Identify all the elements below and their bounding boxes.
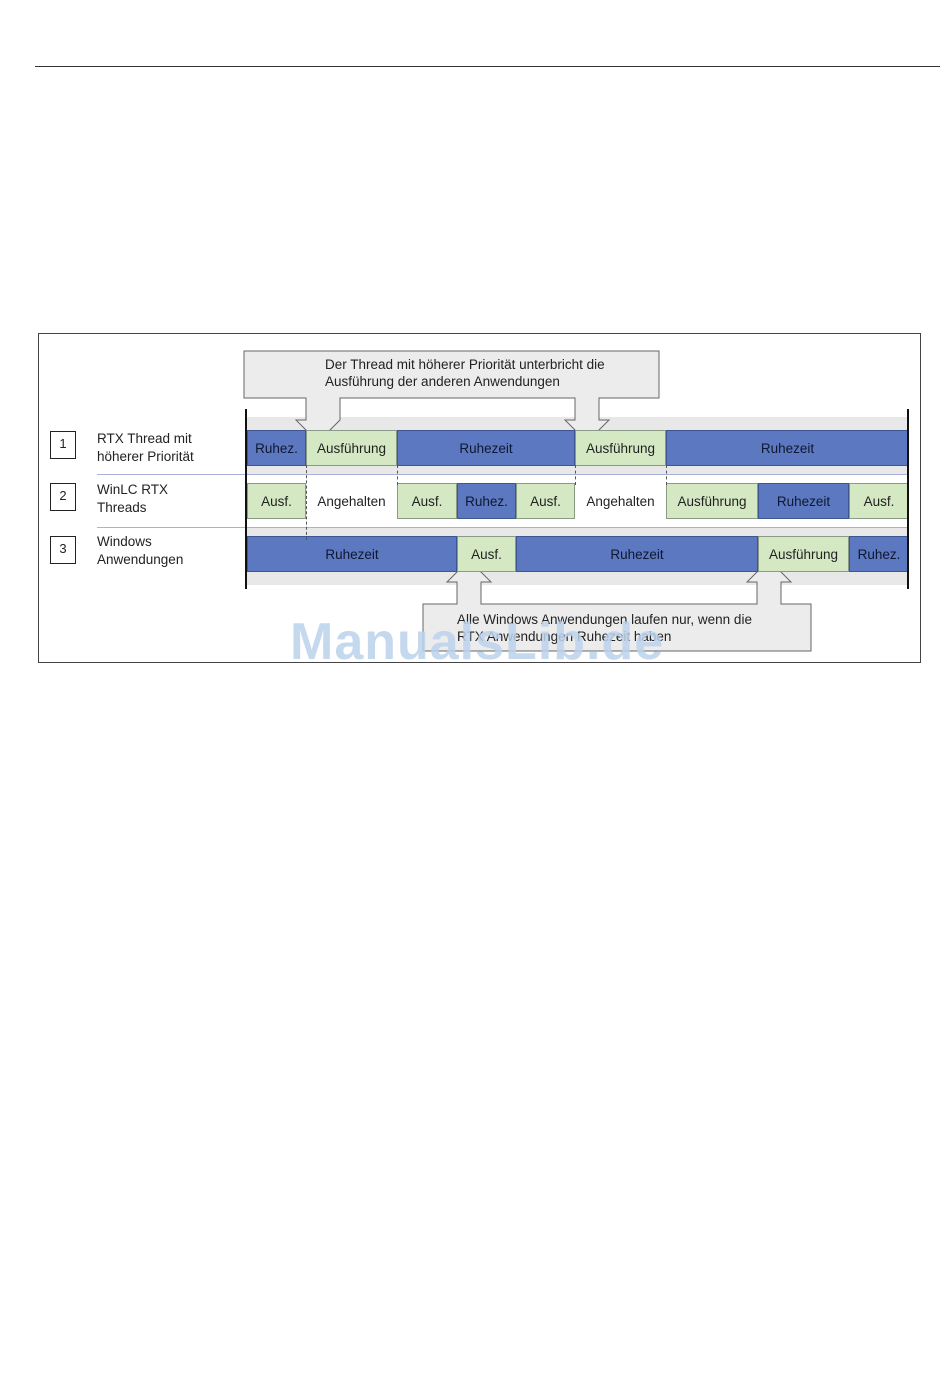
row-3-label: Windows Anwendungen <box>97 533 183 569</box>
callout-top-text: Der Thread mit höherer Priorität unterbr… <box>325 356 605 390</box>
row-1-number: 1 <box>50 431 76 459</box>
lane-1-segment-rest: Ruhezeit <box>666 430 909 466</box>
guide-line-1 <box>306 465 307 540</box>
lane-3-segment-exec: Ausführung <box>758 536 849 572</box>
lane-2-segment-exec: Ausführung <box>666 483 758 519</box>
watermark: ManualsLib.de <box>290 613 665 671</box>
lane-3-segment-rest: Ruhez. <box>849 536 909 572</box>
row-2-label-line-2: Threads <box>97 500 147 515</box>
row-2-label: WinLC RTX Threads <box>97 481 168 517</box>
lane-separator-2 <box>97 527 909 528</box>
lane-2-segment-exec: Ausf. <box>849 483 909 519</box>
row-1-label-line-2: höherer Priorität <box>97 449 194 464</box>
header-rule <box>35 66 940 67</box>
lane-2-segment-halt: Angehalten <box>317 493 386 509</box>
row-3-label-line-1: Windows <box>97 534 152 549</box>
callout-top-line-2: Ausführung der anderen Anwendungen <box>325 374 560 389</box>
row-3-number: 3 <box>50 536 76 564</box>
row-2-number: 2 <box>50 483 76 511</box>
callout-top-shape <box>243 350 660 443</box>
lane-2-segment-halt: Angehalten <box>586 493 655 509</box>
lane-2-segment-exec: Ausf. <box>397 483 457 519</box>
row-3-label-line-2: Anwendungen <box>97 552 184 567</box>
lane-2-segment-rest: Ruhezeit <box>758 483 849 519</box>
lane-2-segment-exec: Ausf. <box>516 483 575 519</box>
guide-line-4 <box>666 465 667 485</box>
callout-top-line-1: Der Thread mit höherer Priorität unterbr… <box>325 357 605 372</box>
lane-3-segment-exec: Ausf. <box>457 536 516 572</box>
lane-3-segment-rest: Ruhezeit <box>516 536 758 572</box>
axis-left <box>245 409 247 589</box>
row-1-label: RTX Thread mit höherer Priorität <box>97 430 194 466</box>
lane-1-segment-exec: Ausführung <box>575 430 666 466</box>
lane-separator-1 <box>97 474 909 475</box>
figure-frame <box>38 333 921 663</box>
lane-1-segment-rest: Ruhez. <box>247 430 306 466</box>
callout-arrows <box>243 350 812 652</box>
guide-line-3 <box>575 465 576 485</box>
lane-1-segment-exec: Ausführung <box>306 430 397 466</box>
lane-3-segment-rest: Ruhezeit <box>247 536 457 572</box>
guide-line-2 <box>397 465 398 485</box>
callout-bottom-line-1: Alle Windows Anwendungen laufen nur, wen… <box>457 612 752 627</box>
callout-bottom-line-2: RTX Anwendungen Ruhezeit haben <box>457 629 672 644</box>
lane-2-segment-rest: Ruhez. <box>457 483 516 519</box>
lane-1-segment-rest: Ruhezeit <box>397 430 575 466</box>
axis-right <box>907 409 909 589</box>
callout-bottom-shape <box>422 559 812 652</box>
row-2-label-line-1: WinLC RTX <box>97 482 169 497</box>
lane-2-segment-exec: Ausf. <box>247 483 306 519</box>
callout-bottom-text: Alle Windows Anwendungen laufen nur, wen… <box>457 611 752 645</box>
row-1-label-line-1: RTX Thread mit <box>97 431 192 446</box>
